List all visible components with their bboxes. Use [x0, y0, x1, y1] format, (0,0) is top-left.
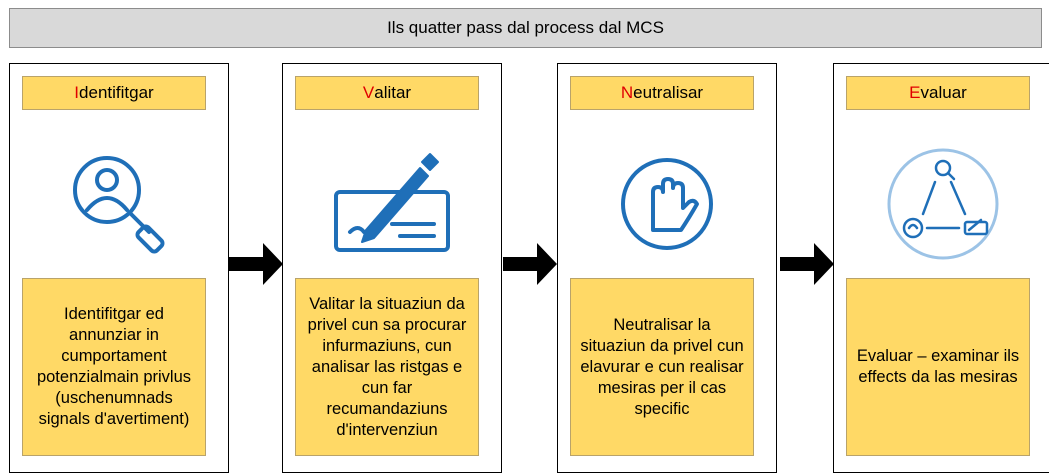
step-title-initial: N: [620, 83, 634, 102]
arrow-right-icon: [503, 243, 557, 285]
step-description-text: Valitar la situaziun da privel cun sa pr…: [307, 294, 467, 439]
arrow-right-icon: [780, 243, 834, 285]
diagram-title-text: Ils quatter pass dal process dal MCS: [387, 18, 664, 37]
magnifier-person-icon: [73, 156, 165, 254]
step-title-initial: I: [74, 83, 80, 102]
step-title-rest: valuar: [920, 83, 967, 102]
step-title-rest: dentifitgar: [79, 83, 154, 102]
step-description: Valitar la situaziun da privel cun sa pr…: [295, 278, 479, 456]
step-description-text: Neutralisar la situaziun da privel cun e…: [580, 315, 744, 418]
diagram-title: Ils quatter pass dal process dal MCS: [9, 8, 1042, 48]
stop-hand-icon: [621, 158, 713, 250]
pen-signature-icon: [334, 153, 450, 252]
arrow-right-icon: [229, 243, 283, 285]
step-description: Neutralisar la situaziun da privel cun e…: [570, 278, 754, 456]
step-title-rest: eutralisar: [633, 83, 704, 102]
cycle-icon: [887, 148, 999, 260]
step-title-initial: V: [362, 83, 375, 102]
step-description-text: Identifitgar ed annunziar in cumportamen…: [36, 305, 192, 428]
step-description-text: Evaluar – examinar ils effects da las me…: [856, 347, 1020, 386]
step-title-initial: E: [909, 83, 921, 102]
step-description: Identifitgar ed annunziar in cumportamen…: [22, 278, 206, 456]
step-title-rest: alitar: [374, 83, 412, 102]
step-description: Evaluar – examinar ils effects da las me…: [846, 278, 1030, 456]
